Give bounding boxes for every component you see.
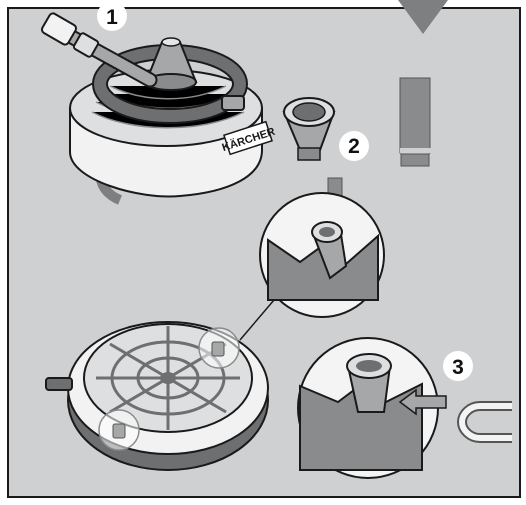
exclamation-mark-icon [400,78,432,166]
step-2-label: 2 [348,135,360,158]
step-1-label: 1 [106,6,118,29]
step-3-label: 3 [452,356,464,379]
